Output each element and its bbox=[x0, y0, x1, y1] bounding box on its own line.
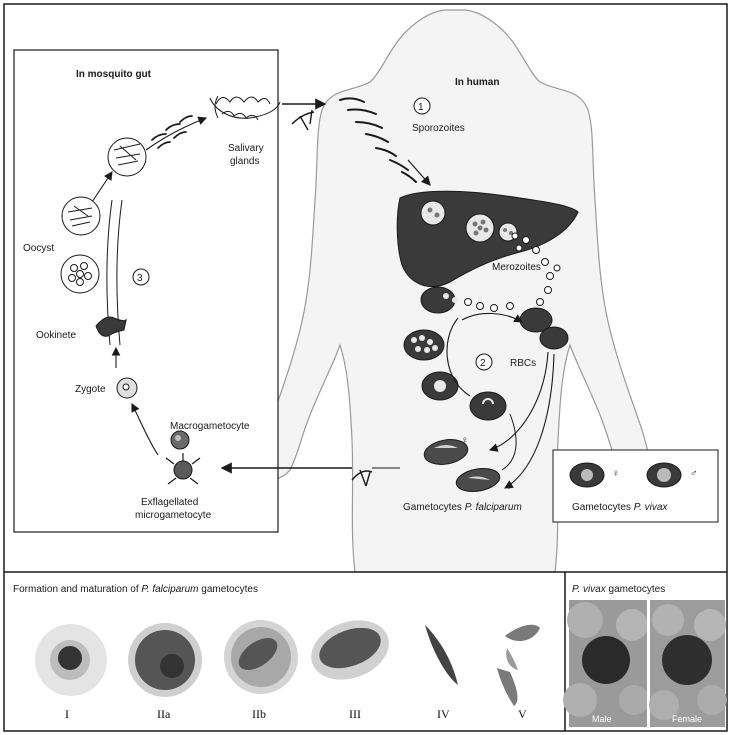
human-panel-title: In human bbox=[455, 77, 499, 88]
gametocytes-pf-label: Gametocytes P. falciparum bbox=[403, 502, 522, 513]
merozoites-label: Merozoites bbox=[492, 262, 541, 273]
salivary-label-line2: glands bbox=[230, 156, 259, 167]
mosquito-panel-title: In mosquito gut bbox=[76, 69, 152, 80]
sporozoites-label: Sporozoites bbox=[412, 123, 465, 134]
male-symbol-pf: ♂ bbox=[506, 482, 514, 493]
oocyst-mature bbox=[62, 197, 100, 235]
pf-stage-I-micrograph bbox=[35, 624, 107, 696]
exflag-label-line2: microgametocyte bbox=[135, 510, 212, 521]
stage-2-number: 2 bbox=[480, 358, 486, 369]
pv-male-caption: Male bbox=[592, 714, 612, 724]
pv-female-caption: Female bbox=[672, 714, 702, 724]
gametocytes-pv-label: Gametocytes P. vivax bbox=[572, 502, 668, 513]
pf-stage-label-I: I bbox=[65, 707, 69, 721]
mosquito-gut-panel bbox=[14, 50, 278, 532]
macrogametocyte-nucleus bbox=[175, 435, 181, 441]
salivary-label-line1: Salivary bbox=[228, 143, 264, 154]
pv-female-symbol: ♀ bbox=[612, 468, 620, 479]
pf-stage-label-III: III bbox=[349, 707, 361, 721]
pv-male-symbol: ♂ bbox=[690, 468, 698, 479]
zygote-nucleus bbox=[123, 384, 129, 390]
macrogametocyte-label: Macrogametocyte bbox=[170, 421, 250, 432]
female-symbol-pf: ♀ bbox=[461, 435, 469, 446]
pf-stage-IIa-micrograph bbox=[128, 623, 202, 697]
pf-stage-label-IIb: IIb bbox=[252, 707, 266, 721]
pv-female-micrograph bbox=[649, 600, 727, 727]
zygote-label: Zygote bbox=[75, 384, 106, 395]
oocyst-label: Oocyst bbox=[23, 243, 54, 254]
exflag-label-line1: Exflagellated bbox=[141, 497, 198, 508]
pf-stage-label-IV: IV bbox=[437, 707, 450, 721]
pf-stage-label-IIa: IIa bbox=[157, 707, 171, 721]
pv-male-nucleus bbox=[657, 468, 671, 482]
stage-1-number: 1 bbox=[418, 102, 424, 113]
pf-maturation-title: Formation and maturation of P. falciparu… bbox=[13, 584, 258, 595]
stage-3-number: 3 bbox=[137, 273, 143, 284]
pv-male-micrograph bbox=[563, 600, 649, 727]
pf-stage-label-V: V bbox=[518, 707, 527, 721]
pv-female-nucleus bbox=[581, 469, 593, 481]
oocyst-burst bbox=[108, 138, 146, 176]
rbcs-label: RBCs bbox=[510, 358, 536, 369]
pf-stage-IIb-micrograph bbox=[224, 620, 298, 694]
ookinete-label: Ookinete bbox=[36, 330, 76, 341]
pv-micro-title: P. vivax gametocytes bbox=[572, 584, 665, 595]
